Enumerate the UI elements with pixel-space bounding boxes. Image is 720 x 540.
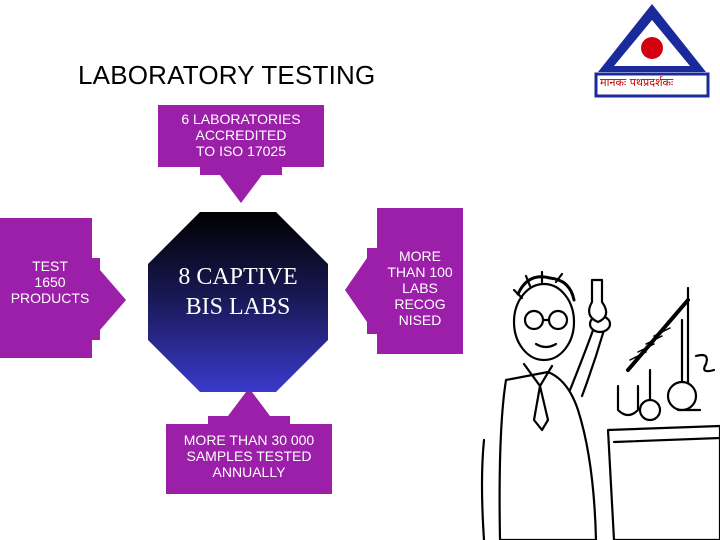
bottom-callout-line-1: MORE THAN 30 000: [183, 432, 315, 448]
right-callout-line-4: RECOG: [394, 296, 446, 312]
top-callout: 6 LABORATORIES ACCREDITED TO ISO 17025: [158, 105, 324, 205]
scientist-illustration: [480, 270, 720, 540]
left-callout: TEST 1650 PRODUCTS: [0, 218, 128, 358]
top-callout-line-2: ACCREDITED: [195, 127, 287, 143]
slide-title: LABORATORY TESTING: [78, 60, 376, 90]
center-label-line-2: BIS LABS: [185, 294, 291, 320]
bottom-callout-line-2: SAMPLES TESTED: [186, 448, 312, 464]
bottom-callout: MORE THAN 30 000 SAMPLES TESTED ANNUALLY: [166, 388, 332, 496]
center-label: 8 CAPTIVE BIS LABS: [148, 262, 328, 322]
left-callout-line-2: 1650: [34, 274, 66, 290]
center-label-line-1: 8 CAPTIVE: [178, 264, 298, 290]
right-callout-line-1: MORE: [399, 248, 441, 264]
top-callout-line-1: 6 LABORATORIES: [181, 111, 301, 127]
logo-motto: मानकः पथप्रदर्शकः: [600, 76, 674, 89]
center-octagon: [148, 212, 328, 392]
left-callout-line-3: PRODUCTS: [10, 290, 90, 306]
right-callout-line-5: NISED: [398, 312, 442, 328]
bottom-callout-line-3: ANNUALLY: [212, 464, 286, 480]
right-callout-line-2: THAN 100: [387, 264, 453, 280]
right-callout-line-3: LABS: [402, 280, 438, 296]
top-callout-line-3: TO ISO 17025: [195, 143, 286, 159]
left-callout-line-1: TEST: [32, 258, 68, 274]
right-callout: MORE THAN 100 LABS RECOG NISED: [345, 208, 465, 356]
bis-logo-icon: [594, 4, 710, 98]
